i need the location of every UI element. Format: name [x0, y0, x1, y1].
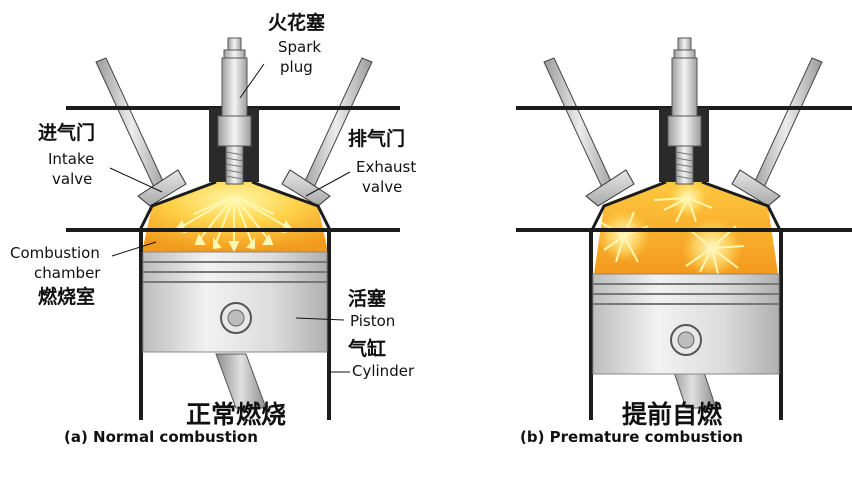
combustion-chamber-label-zh: 燃烧室	[38, 286, 96, 308]
ignition-bursts	[598, 178, 745, 278]
exhaust-valve-label-en: valve	[362, 178, 403, 196]
caption-normal-en: (a) Normal combustion	[64, 428, 258, 446]
caption-premature-zh: 提前自燃	[622, 400, 723, 429]
piston-label-en: Piston	[350, 312, 396, 330]
piston-label-zh: 活塞	[348, 288, 387, 310]
cylinder-label-en: Cylinder	[352, 362, 415, 380]
exhaust-valve	[731, 57, 823, 207]
spark-plug-label-zh: 火花塞	[268, 12, 326, 34]
cylinder-label-zh: 气缸	[348, 338, 387, 360]
exhaust-valve	[281, 57, 373, 207]
connecting-rod	[215, 353, 267, 409]
engine-normal	[66, 37, 400, 420]
intake-valve-label-en: valve	[52, 170, 93, 188]
piston	[142, 251, 328, 353]
intake-valve-label-zh: 进气门	[38, 122, 96, 144]
flame-rays	[174, 195, 294, 253]
spark-plug-label-en: plug	[280, 58, 313, 76]
leader-lines	[109, 63, 351, 373]
piston	[592, 273, 780, 375]
engine-premature	[516, 37, 852, 420]
caption-normal-zh: 正常燃烧	[186, 400, 287, 429]
caption-premature-en: (b) Premature combustion	[520, 428, 744, 446]
intake-valve-label-en: Intake	[48, 150, 95, 168]
spark-plug-label-en: Spark	[278, 38, 322, 56]
exhaust-valve-label-en: Exhaust	[356, 158, 417, 176]
spark-plug	[209, 37, 259, 185]
intake-valve	[543, 57, 635, 207]
spark-plug	[659, 37, 709, 185]
intake-valve	[95, 57, 187, 207]
exhaust-valve-label-zh: 排气门	[348, 128, 406, 150]
combustion-chamber-label-en: Combustion	[10, 244, 100, 262]
combustion-chamber-label-en: chamber	[34, 264, 101, 282]
